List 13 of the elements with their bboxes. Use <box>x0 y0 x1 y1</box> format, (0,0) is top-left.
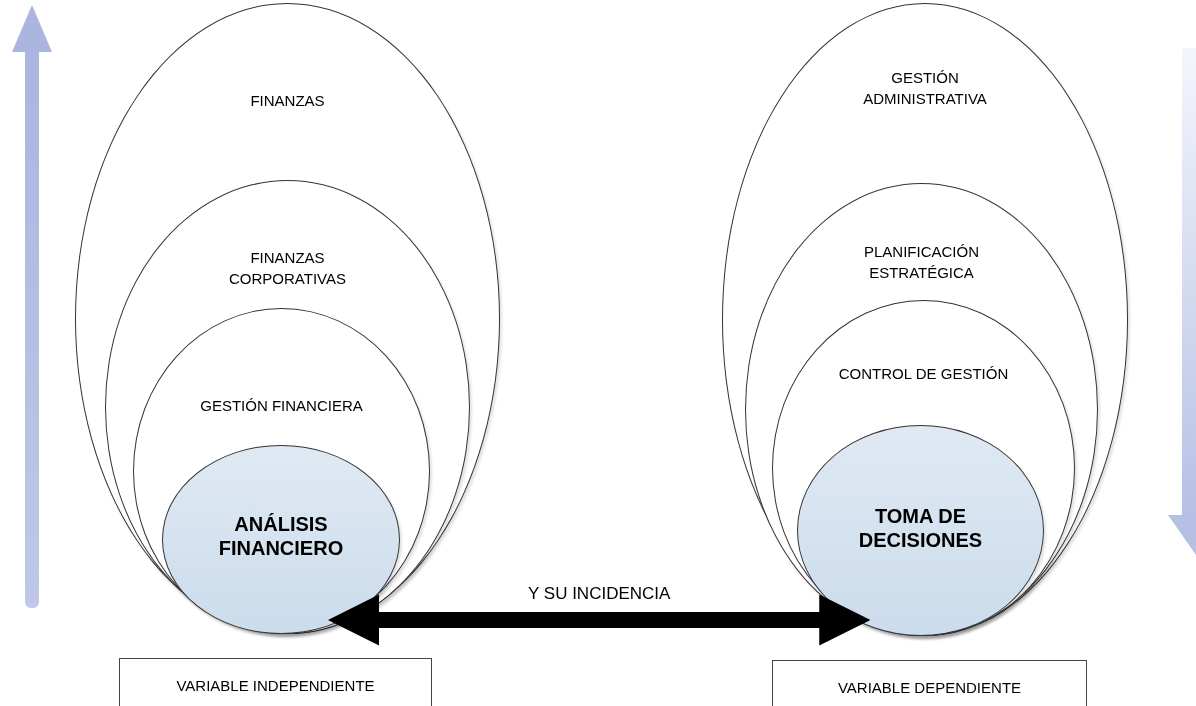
node-label: VARIABLE DEPENDIENTE <box>836 678 1023 698</box>
double-arrow <box>327 594 871 646</box>
node-label: GESTIÓN FINANCIERA <box>199 396 364 416</box>
node-label: ANÁLISIS FINANCIERO <box>217 512 345 560</box>
node-label: VARIABLE INDEPENDIENTE <box>175 676 376 696</box>
node-label: CONTROL DE GESTIÓN <box>838 364 1009 384</box>
variable-box <box>119 658 432 706</box>
variable-box <box>772 660 1087 706</box>
node-label: FINANZAS <box>249 91 326 111</box>
node-label: TOMA DE DECISIONES <box>857 504 984 552</box>
node-label: GESTIÓN ADMINISTRATIVA <box>862 68 988 109</box>
node-label: PLANIFICACIÓN ESTRATÉGICA <box>863 242 980 283</box>
node-label: FINANZAS CORPORATIVAS <box>228 248 347 289</box>
